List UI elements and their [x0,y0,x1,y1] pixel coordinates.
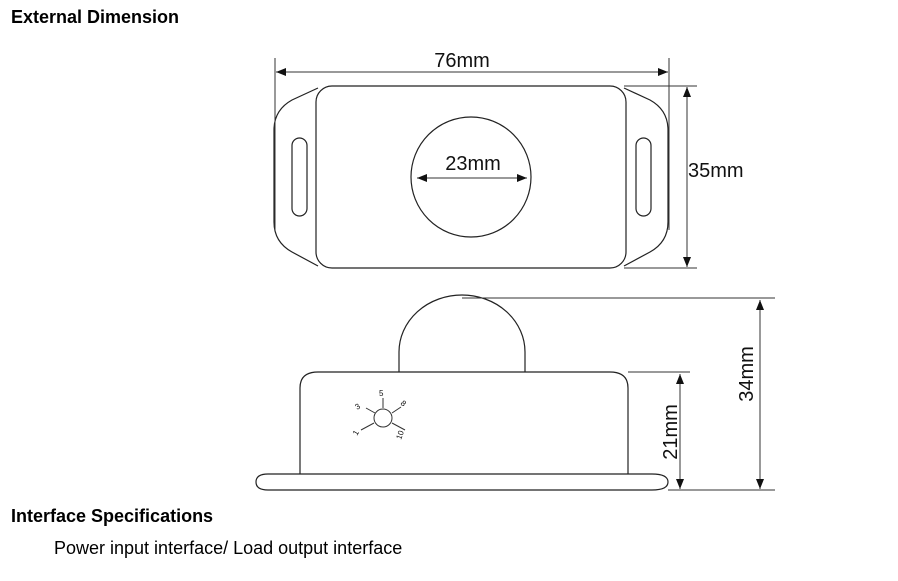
dimension-drawing: 23mm 76mm 35mm 1 3 5 8 10 [255,50,775,491]
mounting-flange [273,87,669,267]
side-body-outline [299,371,629,474]
dial-mark-10: 10 [394,429,406,441]
dial-mark-1: 1 [351,428,361,437]
body-height-label: 21mm [660,404,682,460]
base-plate [255,473,669,491]
total-height-label: 34mm [736,346,758,402]
dial-mark-8: 8 [399,399,409,409]
body-outline [315,85,627,269]
knob-dome [398,294,526,372]
mounting-slot-right [635,137,652,217]
knob-outline [410,116,532,238]
heading-external-dimension: External Dimension [11,7,180,27]
heading-interface-specifications: Interface Specifications [11,506,214,526]
knob-diameter-label: 23mm [445,153,501,175]
top-view: 23mm 76mm 35mm [273,50,744,269]
height-label: 35mm [688,160,744,182]
width-label: 76mm [434,50,490,72]
dial-mark-5: 5 [379,389,384,398]
dial-mark-3: 3 [354,401,363,411]
rotary-dial: 1 3 5 8 10 [351,389,408,441]
interface-description: Power input interface/ Load output inter… [54,538,403,558]
side-view: 1 3 5 8 10 21mm 34mm [255,294,775,491]
mounting-slot-left [291,137,308,217]
